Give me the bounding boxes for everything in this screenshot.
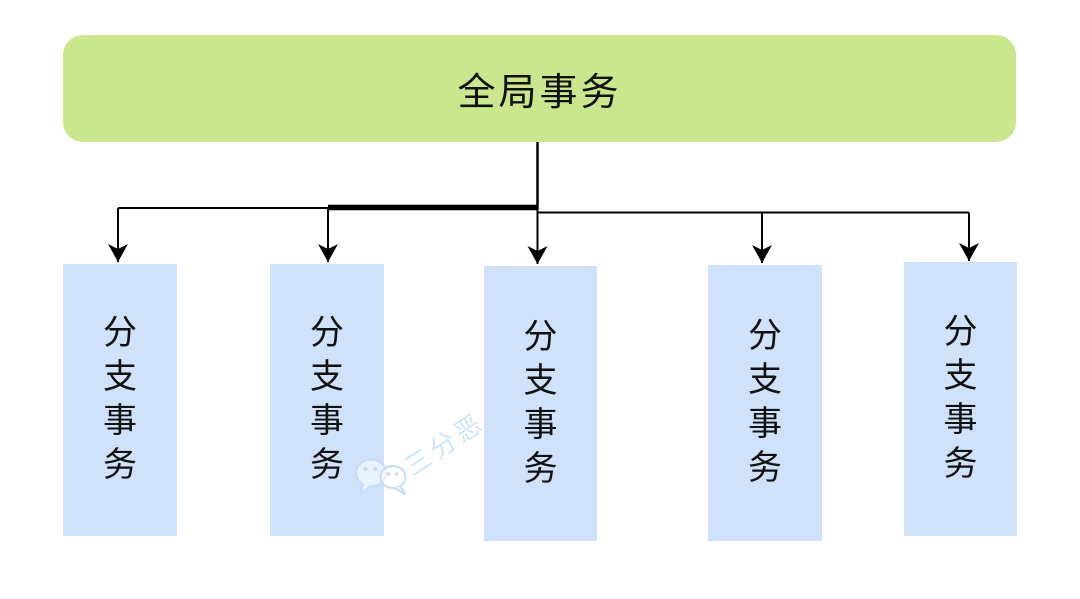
root-node-label: 全局事务 xyxy=(457,72,622,114)
node-branch-transaction-5: 分 支 事 务 xyxy=(904,262,1017,536)
node-branch-transaction-1: 分 支 事 务 xyxy=(63,264,177,536)
branch-node-label: 分 支 事 务 xyxy=(103,315,137,484)
node-branch-transaction-2: 分 支 事 务 xyxy=(270,264,384,536)
node-global-transaction: 全局事务 xyxy=(63,35,1016,142)
branch-node-label: 分 支 事 务 xyxy=(748,318,782,487)
branch-node-label: 分 支 事 务 xyxy=(310,315,344,484)
branch-node-label: 分 支 事 务 xyxy=(943,314,978,483)
branch-node-label: 分 支 事 务 xyxy=(523,318,558,488)
watermark-text: 三分恶 xyxy=(399,407,491,482)
node-branch-transaction-3: 分 支 事 务 xyxy=(484,266,597,541)
node-branch-transaction-4: 分 支 事 务 xyxy=(708,265,822,541)
